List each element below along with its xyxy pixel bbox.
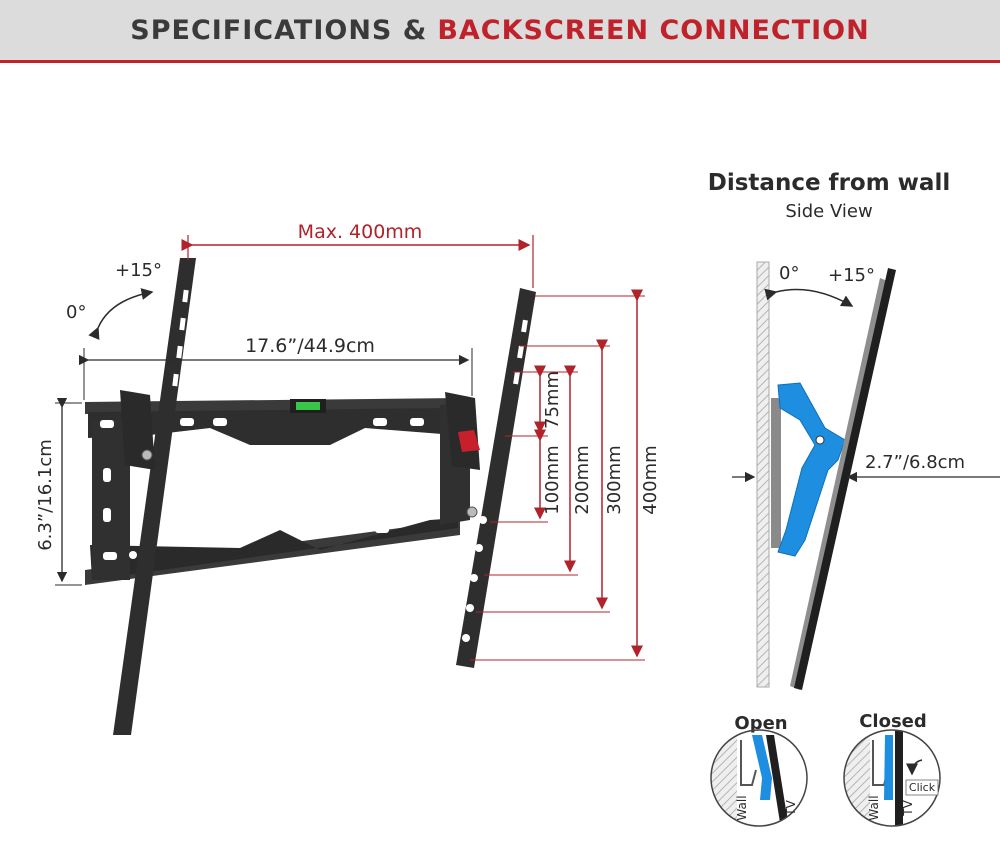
closed-title: Closed <box>859 711 927 732</box>
side-tilt-zero-label: 0° <box>779 263 799 284</box>
side-tilt-plus-label: +15° <box>828 265 875 286</box>
open-tv-label: TV <box>784 799 798 816</box>
vesa-200-label: 200mm <box>572 445 593 514</box>
tilt-indicator: +15° 0° <box>66 260 162 341</box>
right-tv-arm <box>445 288 536 668</box>
detail-closed: Closed Click Wall TV <box>843 711 941 827</box>
plate-height-dimension: 6.3”/16.1cm <box>35 397 82 586</box>
header-title-highlight: BACKSCREEN CONNECTION <box>437 14 870 46</box>
side-distance-label: 2.7”/6.8cm <box>865 452 965 473</box>
side-view-subtitle: Side View <box>785 201 872 222</box>
wall-section <box>756 261 770 688</box>
left-tv-arm <box>113 258 196 735</box>
side-wall-plate <box>771 398 781 548</box>
side-tv-panel <box>794 268 896 690</box>
plate-width-dimension: 17.6”/44.9cm <box>78 335 473 400</box>
wall-plate <box>85 398 470 585</box>
side-bracket <box>777 382 846 557</box>
vesa-400-label: 400mm <box>640 445 661 514</box>
click-label: Click <box>909 781 936 794</box>
plate-width-label: 17.6”/44.9cm <box>245 335 375 357</box>
plate-height-label: 6.3”/16.1cm <box>35 439 56 551</box>
max-width-label: Max. 400mm <box>298 221 423 243</box>
bracket-pivot <box>815 435 825 445</box>
spirit-level <box>290 399 326 413</box>
vesa-300-label: 300mm <box>604 445 625 514</box>
closed-tv-label: TV <box>901 799 915 816</box>
max-width-dimension: Max. 400mm <box>181 221 534 288</box>
open-title: Open <box>734 713 787 734</box>
vesa-75-label: 75mm <box>542 371 563 429</box>
side-view: Distance from wall Side View 0° +15° 2.7… <box>708 170 1000 690</box>
page-header: SPECIFICATIONS & BACKSCREEN CONNECTION <box>0 0 1000 63</box>
vesa-100-label: 100mm <box>542 445 563 514</box>
header-title: SPECIFICATIONS & <box>130 14 428 46</box>
front-view: Max. 400mm 17.6”/44.9cm 6.3”/16.1cm +15°… <box>35 221 661 735</box>
open-wall-label: Wall <box>735 795 749 820</box>
vesa-dimensions: 75mm 100mm 200mm 300mm 400mm <box>470 289 661 661</box>
tilt-plus-label: +15° <box>115 260 162 281</box>
side-view-title: Distance from wall <box>708 170 950 196</box>
click-arrow-icon <box>906 759 923 776</box>
detail-open: Open Wall TV <box>710 713 808 827</box>
click-tag <box>905 779 939 796</box>
closed-wall-label: Wall <box>867 795 881 820</box>
tilt-zero-label: 0° <box>66 302 86 323</box>
